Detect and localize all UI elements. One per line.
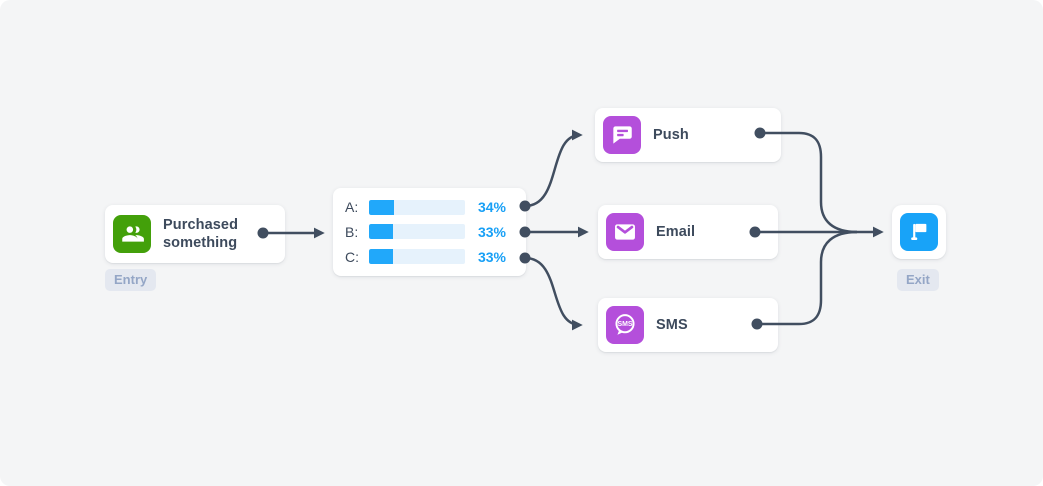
sms-node-label: SMS <box>656 316 688 333</box>
push-node-label: Push <box>653 126 689 143</box>
edge-split-a-to-push <box>524 129 583 208</box>
flag-icon <box>900 213 938 251</box>
split-row-label: A: <box>345 199 359 216</box>
exit-node[interactable] <box>892 205 946 259</box>
entry-node[interactable]: Purchased something <box>105 205 285 263</box>
split-bar-fill <box>369 249 393 265</box>
split-row-percent: 34% <box>477 199 506 216</box>
entry-node-label: Purchased something <box>163 216 239 251</box>
split-bar-track <box>369 224 465 240</box>
split-row-b: B: 33% <box>345 224 506 240</box>
split-row-a: A: 34% <box>345 199 506 215</box>
sms-bubble-icon: SMS <box>606 306 644 344</box>
envelope-icon <box>606 213 644 251</box>
entry-badge: Entry <box>105 269 157 291</box>
split-row-label: C: <box>345 248 359 265</box>
split-row-c: C: 33% <box>345 249 506 265</box>
edge-split-c-to-sms <box>524 256 583 331</box>
svg-text:SMS: SMS <box>618 321 633 328</box>
exit-badge: Exit <box>897 269 939 291</box>
split-bar-fill <box>369 199 394 215</box>
split-bar-track <box>369 199 465 215</box>
split-row-label: B: <box>345 223 359 240</box>
split-bar-fill <box>369 224 393 240</box>
split-node[interactable]: A: 34% B: 33% C: 33% <box>333 188 526 276</box>
people-icon <box>113 215 151 253</box>
sms-node[interactable]: SMS SMS <box>598 298 778 352</box>
split-row-percent: 33% <box>477 223 506 240</box>
split-bar-track <box>369 249 465 265</box>
email-node-label: Email <box>656 223 696 240</box>
email-node[interactable]: Email <box>598 205 778 259</box>
chat-bubble-icon <box>603 116 641 154</box>
split-row-percent: 33% <box>477 248 506 265</box>
push-node[interactable]: Push <box>595 108 781 162</box>
